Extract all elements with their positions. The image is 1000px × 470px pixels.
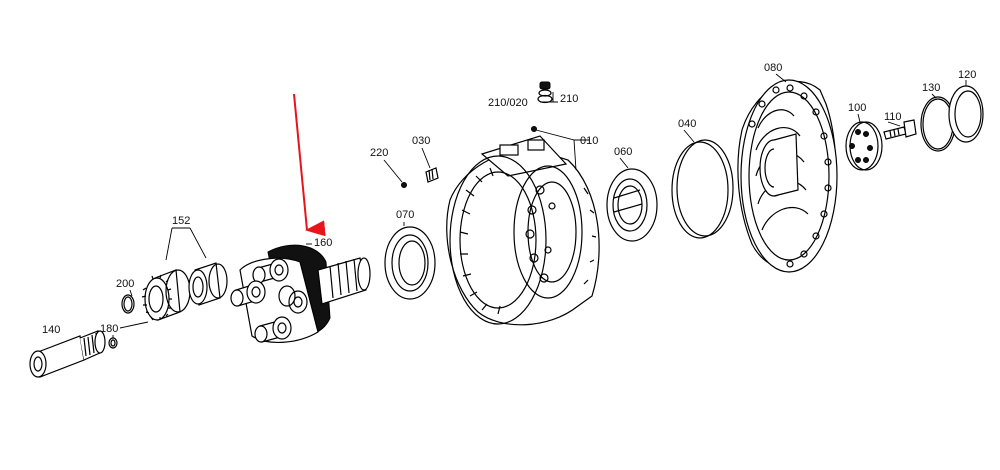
label-060: 060: [614, 146, 632, 158]
label-010: 010: [580, 135, 598, 147]
part-070-seal[interactable]: [384, 226, 436, 300]
part-040-ring[interactable]: [671, 139, 734, 239]
part-210-plug[interactable]: [537, 81, 553, 104]
part-200-snap-ring[interactable]: [121, 294, 135, 314]
label-030: 030: [412, 135, 430, 147]
label-210: 210: [560, 93, 578, 105]
label-130: 130: [922, 82, 940, 94]
label-100: 100: [848, 102, 866, 114]
part-060-bearing[interactable]: [606, 168, 658, 242]
label-210-020: 210/020: [488, 97, 528, 109]
part-120-retaining-ring[interactable]: [948, 85, 984, 143]
label-110: 110: [884, 111, 902, 123]
label-160: 160: [314, 237, 332, 249]
label-070: 070: [396, 209, 414, 221]
label-152: 152: [172, 215, 190, 227]
label-180: 180: [100, 323, 118, 335]
label-140: 140: [42, 324, 60, 336]
label-200: 200: [116, 278, 134, 290]
part-220-plug[interactable]: [401, 182, 407, 188]
label-120: 120: [958, 69, 976, 81]
label-040: 040: [678, 118, 696, 130]
part-080-hub[interactable]: [737, 79, 838, 273]
label-220: 220: [370, 147, 388, 159]
leader-lines: [112, 73, 967, 338]
part-100-plate[interactable]: [845, 121, 883, 171]
highlight-arrow: [293, 93, 326, 237]
part-010-housing[interactable]: [446, 135, 600, 326]
part-110-bolt[interactable]: [883, 119, 917, 140]
part-010-fitting: [531, 126, 537, 132]
label-080: 080: [764, 62, 782, 74]
part-labels: 140 180 200 152 160 070 220 030 210/020 …: [42, 62, 976, 336]
part-030-breather[interactable]: [425, 167, 439, 183]
part-140-input-shaft[interactable]: [29, 330, 106, 378]
part-160-planet-carrier[interactable]: [230, 244, 371, 343]
part-180-ring[interactable]: [108, 337, 118, 349]
part-152-gear-assembly[interactable]: [141, 262, 228, 321]
